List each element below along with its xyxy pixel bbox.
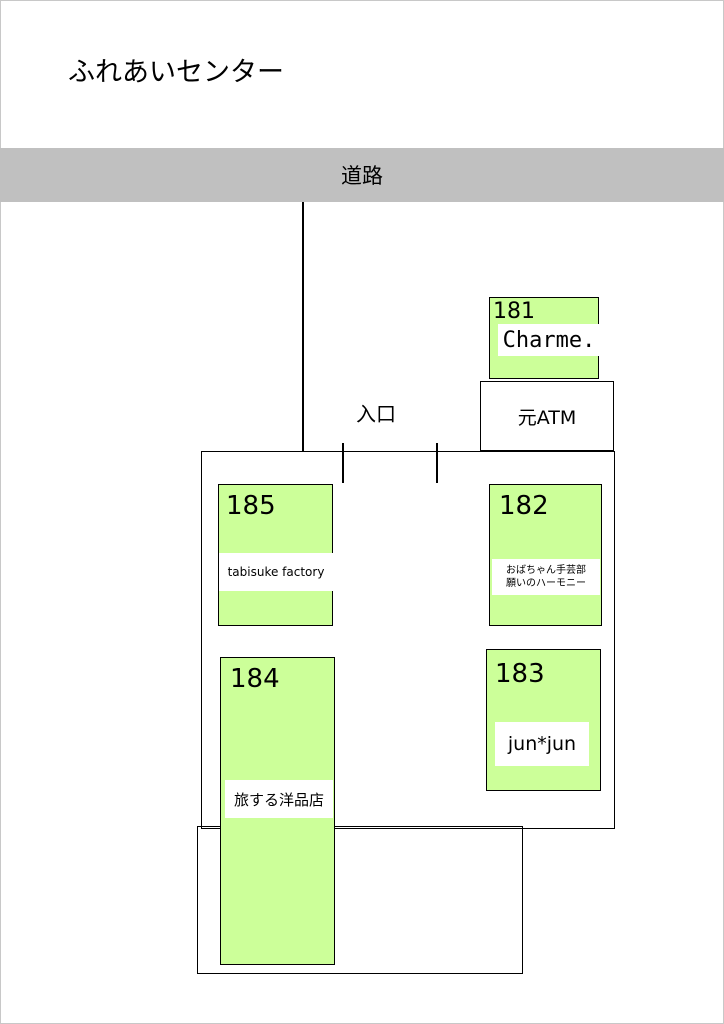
booth-name: Charme. bbox=[498, 324, 600, 356]
page-title: ふれあいセンター bbox=[68, 57, 284, 88]
booth-name: jun*jun bbox=[495, 722, 589, 766]
booth-number: 182 bbox=[499, 491, 549, 521]
booth-name-line2: 願いのハーモニー bbox=[506, 578, 586, 589]
annex-room bbox=[197, 826, 523, 974]
road-label: 道路 bbox=[341, 164, 383, 188]
booth-name: 旅する洋品店 bbox=[225, 780, 333, 818]
booth-184: 184 旅する洋品店 bbox=[220, 657, 335, 965]
booth-name: tabisuke factory bbox=[219, 553, 333, 591]
road-band: 道路 bbox=[0, 148, 724, 202]
booth-number: 184 bbox=[230, 664, 280, 694]
former-atm-box: 元ATM bbox=[480, 381, 614, 451]
booth-183: 183 jun*jun bbox=[486, 649, 601, 791]
building-outline bbox=[201, 451, 615, 829]
booth-number: 181 bbox=[493, 299, 535, 324]
booth-181: 181 Charme. bbox=[489, 297, 600, 379]
access-path-line bbox=[302, 202, 304, 452]
entrance-door-mark-left bbox=[342, 443, 344, 483]
booth-name-line1: おばちゃん手芸部 bbox=[506, 565, 586, 576]
booth-182: 182 おばちゃん手芸部 願いのハーモニー bbox=[489, 484, 602, 626]
entrance-door-mark-right bbox=[436, 443, 438, 483]
entrance-label: 入口 bbox=[356, 402, 396, 426]
booth-number: 185 bbox=[226, 491, 276, 521]
booth-name: おばちゃん手芸部 願いのハーモニー bbox=[492, 559, 600, 595]
booth-number: 183 bbox=[495, 659, 545, 689]
former-atm-label: 元ATM bbox=[517, 406, 577, 429]
booth-185: 185 tabisuke factory bbox=[218, 484, 333, 626]
